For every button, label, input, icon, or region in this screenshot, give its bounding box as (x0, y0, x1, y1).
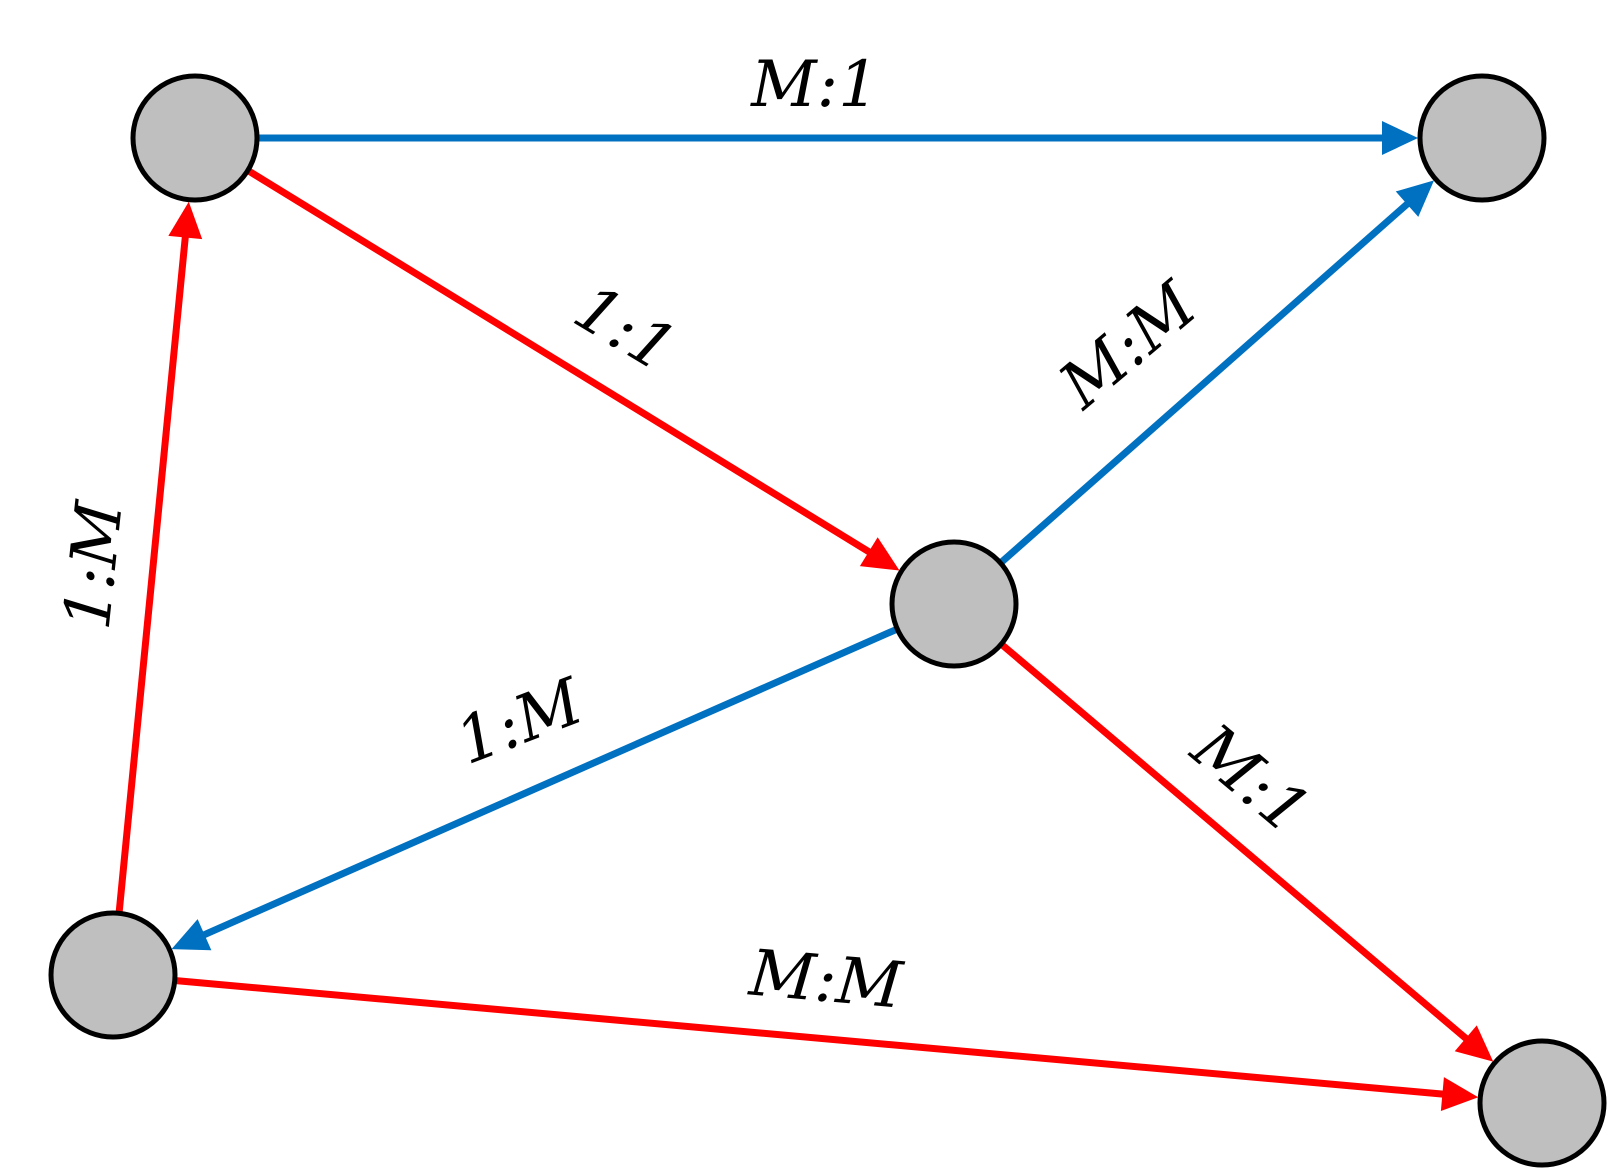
edge-bottom-left-to-top-left (115, 201, 203, 914)
edge-label-bottom-left-to-top-left: 1:M (51, 497, 138, 633)
node-bottom-right (1477, 1038, 1607, 1168)
arrowhead-center-to-top-right (1395, 180, 1435, 217)
edge-line-center-to-top-right (998, 200, 1411, 566)
edge-line-bottom-left-to-top-left (115, 235, 189, 914)
edge-top-left-to-top-right (257, 121, 1418, 155)
arrowhead-bottom-left-to-top-left (168, 201, 203, 240)
edge-label-center-to-bottom-right: M:1 (1177, 710, 1323, 849)
nodes-layer (48, 73, 1607, 1168)
edge-center-to-bottom-left (171, 625, 899, 951)
edge-label-bottom-left-to-bottom-right: M:M (746, 936, 907, 1023)
arrowhead-bottom-left-to-bottom-right (1440, 1077, 1479, 1112)
edge-label-top-left-to-top-right: M:1 (750, 48, 879, 122)
edge-label-top-left-to-center: 1:1 (562, 271, 688, 387)
node-top-left (130, 73, 260, 203)
arrowhead-top-left-to-top-right (1382, 121, 1418, 155)
edge-label-center-to-bottom-left: 1:M (447, 664, 594, 779)
edge-line-center-to-bottom-right (999, 641, 1470, 1043)
arrowhead-center-to-bottom-left (171, 919, 212, 951)
edge-center-to-bottom-right (999, 641, 1494, 1062)
edge-bottom-left-to-bottom-right (174, 977, 1479, 1112)
edge-center-to-top-right (998, 180, 1435, 566)
edge-line-bottom-left-to-bottom-right (174, 977, 1445, 1098)
node-bottom-left (48, 910, 178, 1040)
edge-line-center-to-bottom-left (201, 625, 899, 939)
arrowhead-center-to-bottom-right (1454, 1025, 1494, 1062)
labels-layer: M:1 1:1 M:M 1:M 1:M M:1 M:M (51, 48, 1324, 1024)
edge-line-top-left-to-center (246, 167, 873, 556)
arrowhead-top-left-to-center (859, 537, 900, 571)
node-top-right (1417, 73, 1547, 203)
node-center (889, 539, 1019, 669)
edge-top-left-to-center (246, 167, 900, 571)
edges-layer (115, 121, 1494, 1112)
